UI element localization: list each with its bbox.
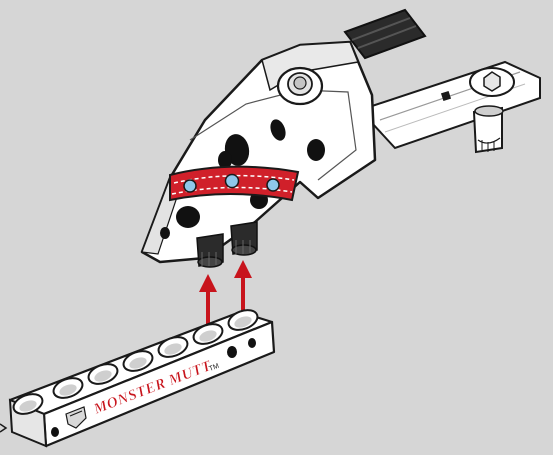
- beam-part: MONSTER MUTT TM: [10, 306, 274, 446]
- collar-stud: [267, 179, 279, 191]
- black-peg: [231, 222, 257, 255]
- arrow-right: [234, 260, 252, 316]
- collar-stud: [226, 175, 239, 188]
- dog-head-part: [142, 42, 375, 262]
- collar-stud: [184, 180, 196, 192]
- black-peg: [197, 234, 223, 267]
- red-collar: [170, 167, 298, 200]
- left-edge-pointer-icon: [0, 424, 6, 432]
